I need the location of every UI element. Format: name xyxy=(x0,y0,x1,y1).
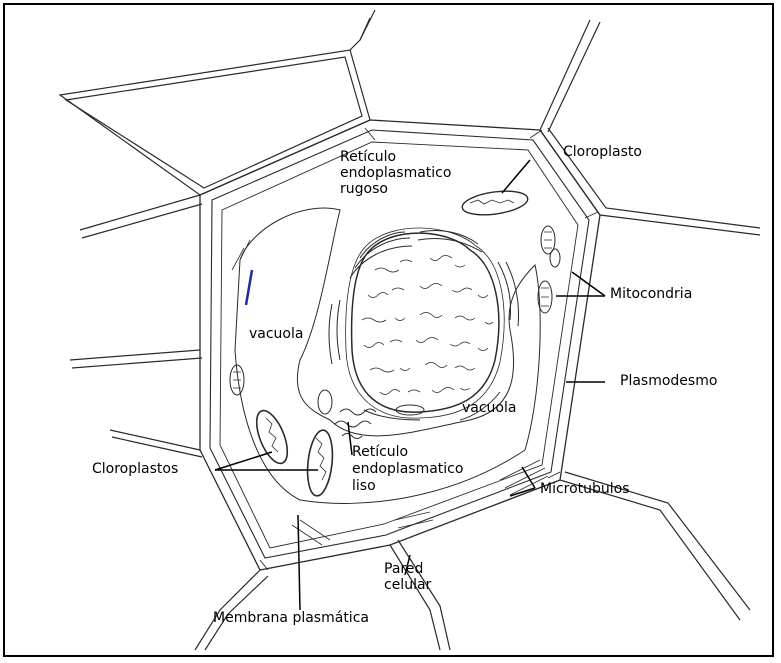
label-chloroplast: Cloroplasto xyxy=(563,144,642,161)
label-smooth-er-line1: Retículo xyxy=(352,444,408,461)
label-microtubules: Microtubulos xyxy=(540,481,630,498)
nucleoplasm-texture xyxy=(362,256,493,395)
label-plasmodesm: Plasmodesmo xyxy=(620,373,717,390)
label-rough-er-line2: endoplasmatico xyxy=(340,165,451,182)
label-vacuole-right: vacuola xyxy=(462,400,516,417)
label-plasma-membrane: Membrana plasmática xyxy=(213,610,369,627)
label-smooth-er-line2: endoplasmatico xyxy=(352,461,463,478)
leader-lines xyxy=(215,160,605,610)
chloroplast-top xyxy=(461,188,529,219)
label-rough-er-line1: Retículo xyxy=(340,149,396,166)
label-cell-wall-line1: Pared xyxy=(384,561,423,578)
smooth-er xyxy=(335,409,376,439)
chloroplast-left-2 xyxy=(305,429,336,497)
label-mitochondria: Mitocondria xyxy=(610,286,692,303)
label-vacuole-left: vacuola xyxy=(249,326,303,343)
label-rough-er-line3: rugoso xyxy=(340,181,388,198)
plasma-membrane xyxy=(220,142,578,548)
label-cell-wall-line2: celular xyxy=(384,577,431,594)
blue-stain-mark xyxy=(246,270,252,305)
label-chloroplasts: Cloroplastos xyxy=(92,461,178,478)
label-smooth-er-line3: liso xyxy=(352,478,376,495)
neighbor-cell-walls xyxy=(60,10,760,650)
chloroplast-left-1 xyxy=(250,407,293,468)
nucleus xyxy=(346,228,505,418)
